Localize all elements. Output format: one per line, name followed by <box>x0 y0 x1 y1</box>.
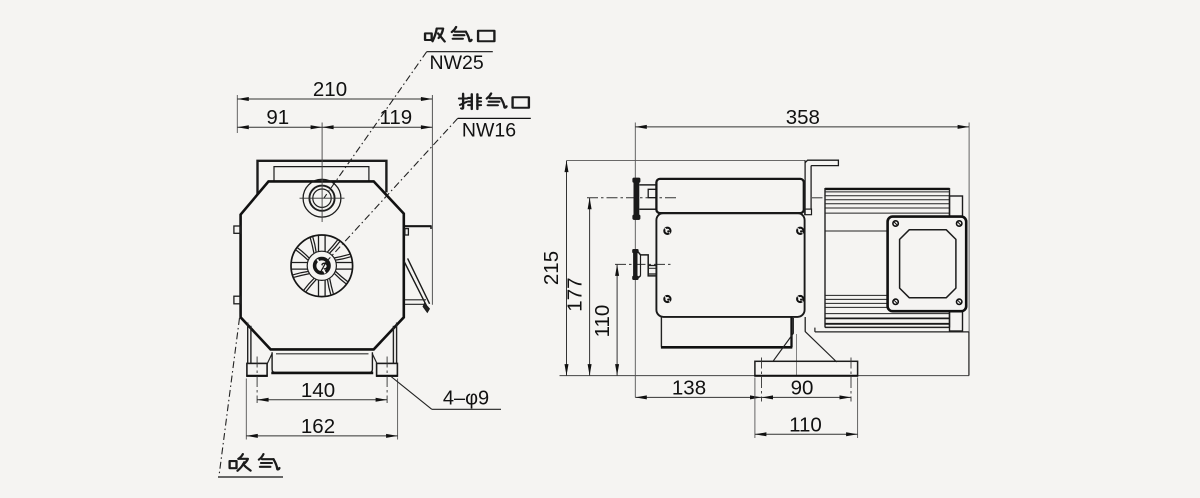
svg-text:NW25: NW25 <box>430 52 484 74</box>
svg-text:90: 90 <box>791 377 814 400</box>
svg-text:110: 110 <box>789 414 822 437</box>
svg-text:119: 119 <box>379 106 412 129</box>
svg-text:358: 358 <box>786 106 820 129</box>
svg-text:110: 110 <box>591 305 614 338</box>
svg-text:177: 177 <box>564 277 587 311</box>
svg-text:140: 140 <box>301 379 335 402</box>
svg-text:215: 215 <box>540 251 563 285</box>
svg-text:138: 138 <box>672 377 706 400</box>
svg-text:4–φ9: 4–φ9 <box>443 388 489 410</box>
svg-text:210: 210 <box>313 78 347 101</box>
svg-text:162: 162 <box>301 415 335 438</box>
svg-text:NW16: NW16 <box>462 120 516 142</box>
svg-text:91: 91 <box>266 106 289 129</box>
